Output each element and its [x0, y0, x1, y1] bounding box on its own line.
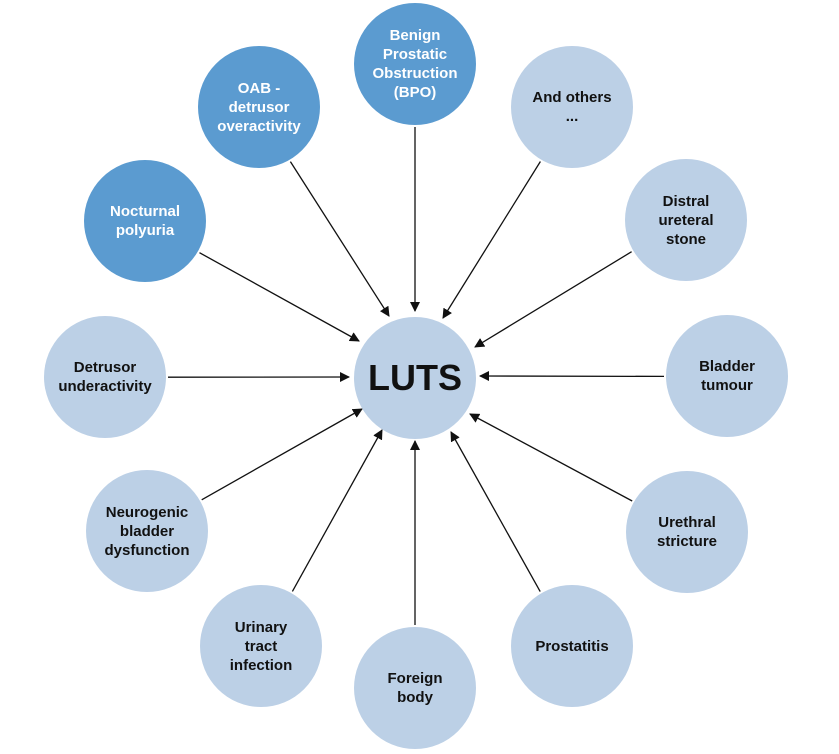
node-label-nocturnal-polyuria: Nocturnal polyuria	[109, 203, 180, 239]
luts-center-node: LUTS	[354, 317, 476, 439]
node-label-urethral-stricture: Urethral stricture	[656, 514, 718, 550]
node-label-and-others: And others ...	[532, 89, 612, 125]
node-neurogenic-bladder-dysfunction: Neurogenic bladder dysfunction	[86, 470, 208, 592]
node-label-detrusor-underactivity: Detrusor underactivity	[58, 359, 152, 395]
node-bpo: Benign Prostatic Obstruction (BPO)	[354, 3, 476, 125]
node-label-bladder-tumour: Bladder tumour	[699, 358, 755, 394]
node-nocturnal-polyuria: Nocturnal polyuria	[84, 160, 206, 282]
node-label-oab-detrusor-overactivity: OAB - detrusor overactivity	[217, 79, 301, 135]
node-urinary-tract-infection: Urinary tract infection	[200, 585, 322, 707]
node-label-distal-ureteral-stone: Distral ureteral stone	[658, 192, 714, 248]
arrow-and-others	[442, 161, 541, 319]
arrow-prostatitis	[450, 431, 541, 592]
node-label-foreign-body: Foreign body	[387, 670, 443, 706]
node-bladder-tumour: Bladder tumour	[666, 315, 788, 437]
node-distal-ureteral-stone: Distral ureteral stone	[625, 159, 747, 281]
node-and-others: And others ...	[511, 46, 633, 168]
node-oab-detrusor-overactivity: OAB - detrusor overactivity	[198, 46, 320, 168]
node-prostatitis: Prostatitis	[511, 585, 633, 707]
arrow-urinary-tract-infection	[291, 429, 383, 592]
node-urethral-stricture: Urethral stricture	[626, 471, 748, 593]
node-label-urinary-tract-infection: Urinary tract infection	[229, 618, 293, 674]
node-label-prostatitis: Prostatitis	[535, 637, 609, 655]
arrow-neurogenic-bladder-dysfunction	[201, 408, 363, 501]
node-detrusor-underactivity: Detrusor underactivity	[44, 316, 166, 438]
arrow-nocturnal-polyuria	[199, 252, 360, 342]
arrow-urethral-stricture	[469, 413, 633, 502]
arrow-distal-ureteral-stone	[474, 251, 632, 348]
node-label-neurogenic-bladder-dysfunction: Neurogenic bladder dysfunction	[104, 503, 190, 559]
node-foreign-body: Foreign body	[354, 627, 476, 749]
arrow-oab-detrusor-overactivity	[289, 161, 390, 317]
node-label-bpo: Benign Prostatic Obstruction (BPO)	[372, 27, 458, 101]
luts-center-label: LUTS	[368, 357, 462, 398]
